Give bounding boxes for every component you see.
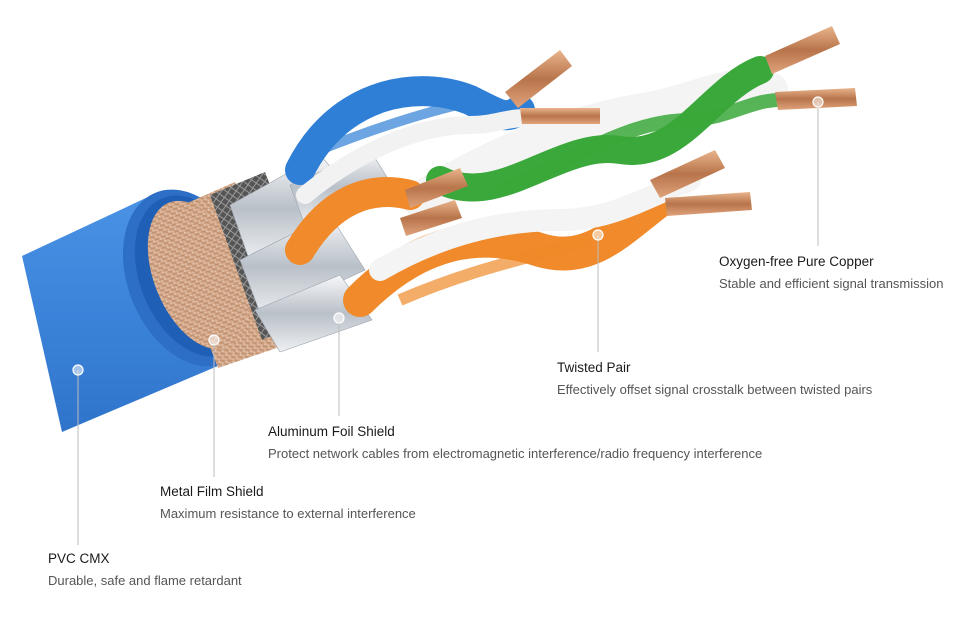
twisted-pair-orange — [285, 169, 701, 317]
twisted-pair-green — [402, 56, 788, 218]
callout-description: Stable and efficient signal transmission — [719, 276, 944, 291]
twisted-pair-marker — [592, 229, 604, 241]
marker-dots — [72, 96, 824, 376]
callout-title: Twisted Pair — [557, 360, 631, 375]
metal-film-marker — [208, 334, 220, 346]
callout-twisted-pair: Twisted Pair Effectively offset signal c… — [557, 359, 872, 399]
callout-description: Effectively offset signal crosstalk betw… — [557, 382, 873, 397]
callout-aluminum-foil-shield: Aluminum Foil Shield Protect network cab… — [268, 423, 762, 463]
callout-metal-film-shield: Metal Film Shield Maximum resistance to … — [160, 483, 416, 523]
callout-title: Aluminum Foil Shield — [268, 424, 395, 439]
pvc-marker — [72, 364, 84, 376]
callout-description: Maximum resistance to external interfere… — [160, 506, 416, 521]
callout-description: Durable, safe and flame retardant — [48, 573, 242, 588]
callout-title: PVC CMX — [48, 551, 110, 566]
callout-description: Protect network cables from electromagne… — [268, 446, 763, 461]
leader-lines — [77, 102, 819, 545]
callout-title: Metal Film Shield — [160, 484, 264, 499]
callout-pvc: PVC CMX Durable, safe and flame retardan… — [48, 550, 242, 590]
foil-marker — [333, 312, 345, 324]
twisted-pair-blue — [285, 76, 535, 204]
callout-oxygen-free-copper: Oxygen-free Pure Copper Stable and effic… — [719, 253, 944, 293]
copper-marker — [812, 96, 824, 108]
callout-title: Oxygen-free Pure Copper — [719, 254, 874, 269]
